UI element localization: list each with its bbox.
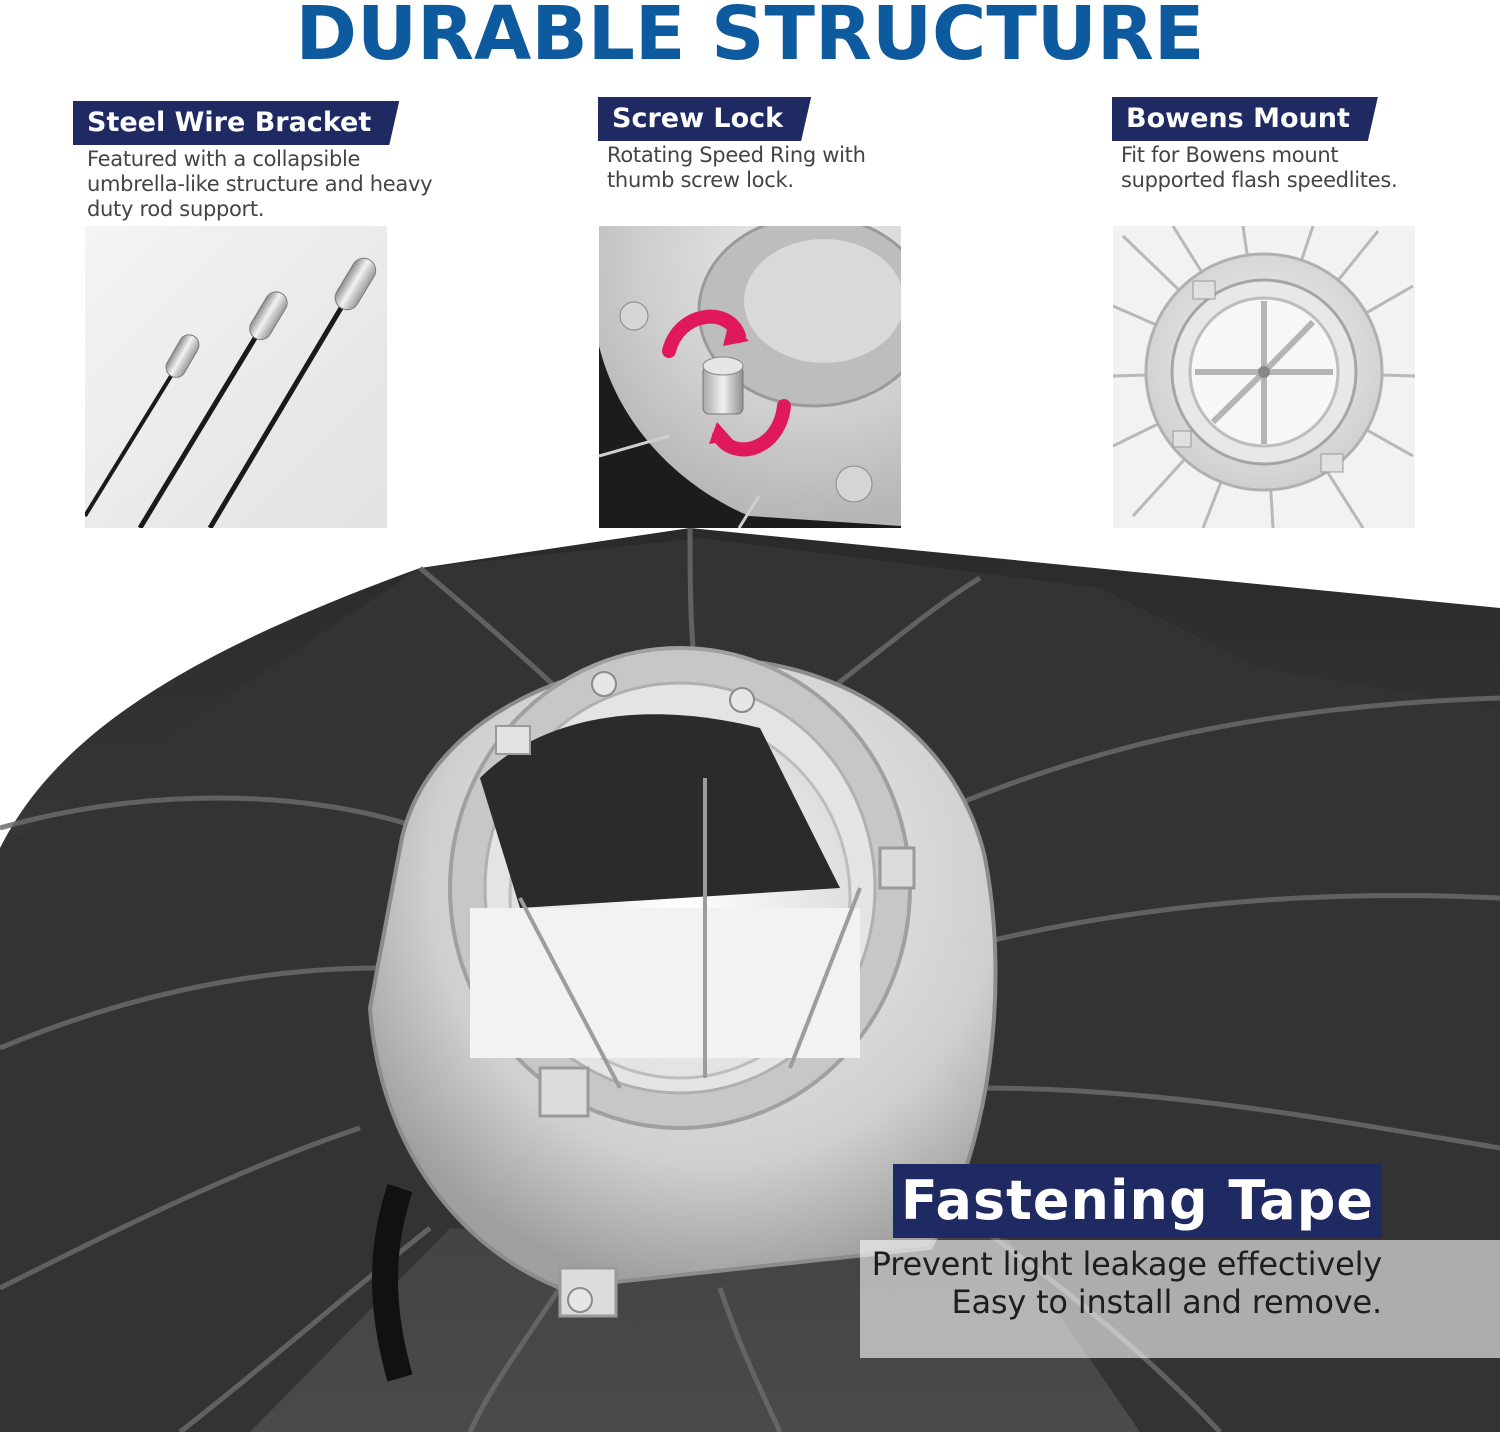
desc-line: Featured with a collapsible — [87, 147, 361, 171]
feature-desc-bowens-mount: Fit for Bowens mount supported flash spe… — [1121, 143, 1398, 193]
bowens-mount-image — [1113, 226, 1415, 528]
feature-title-screw-lock: Screw Lock — [598, 97, 811, 141]
desc-line: Fit for Bowens mount — [1121, 143, 1339, 167]
page-title: DURABLE STRUCTURE — [295, 0, 1205, 77]
feature-title-bowens-mount: Bowens Mount — [1112, 97, 1378, 141]
fastening-tape-label: Fastening Tape — [892, 1164, 1382, 1238]
desc-line: umbrella-like structure and heavy — [87, 172, 433, 196]
desc-line: Rotating Speed Ring with — [607, 143, 866, 167]
feature-desc-screw-lock: Rotating Speed Ring with thumb screw loc… — [607, 143, 866, 193]
fastening-tape-desc-line-1: Prevent light leakage effectively — [871, 1245, 1383, 1283]
desc-line: supported flash speedlites. — [1121, 168, 1398, 192]
feature-desc-steel-wire: Featured with a collapsible umbrella-lik… — [87, 147, 433, 222]
screw-lock-image — [599, 226, 901, 528]
softbox-fastening-tape-image — [0, 528, 1500, 1432]
tape-text-panel — [860, 1240, 1500, 1358]
desc-line: thumb screw lock. — [607, 168, 794, 192]
feature-title-steel-wire: Steel Wire Bracket — [73, 101, 399, 145]
fastening-tape-desc-line-2: Easy to install and remove. — [951, 1283, 1382, 1321]
desc-line: duty rod support. — [87, 197, 265, 221]
steel-rod-image — [85, 226, 387, 528]
fastening-tape-title: Fastening Tape — [900, 1169, 1374, 1232]
